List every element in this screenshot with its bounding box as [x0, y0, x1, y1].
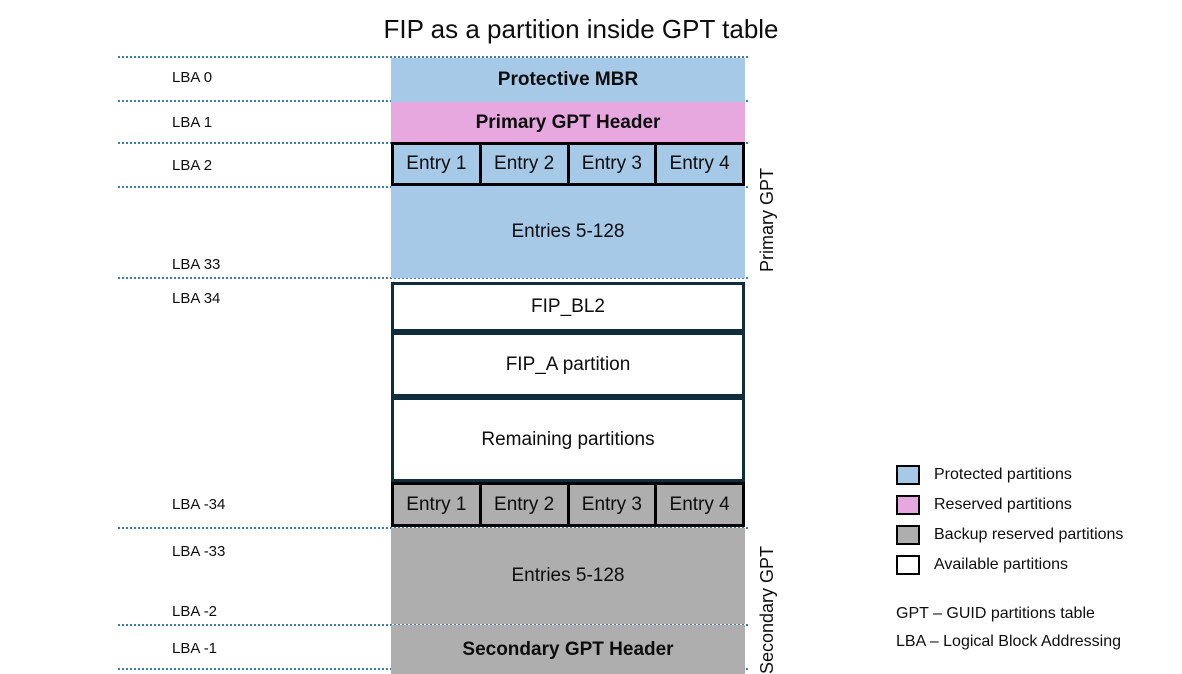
lba-label-lba-m2: LBA -2	[172, 603, 218, 620]
legend-swatch-reserved	[896, 495, 920, 515]
legend-note-0: GPT – GUID partitions table	[896, 605, 1095, 622]
lba-label-lba-33: LBA 33	[172, 256, 221, 273]
partition-block-fip-bl2: FIP_BL2	[391, 282, 745, 332]
legend-swatch-protected	[896, 465, 920, 485]
legend-item-backup-reserved: Backup reserved partitions	[896, 520, 1176, 550]
legend-item-reserved: Reserved partitions	[896, 490, 1176, 520]
lba-label-lba-1: LBA 1	[172, 114, 213, 131]
legend-label: Backup reserved partitions	[934, 526, 1124, 543]
lba-label-lba-2: LBA 2	[172, 157, 213, 174]
gpt-entry-cell: Entry 4	[669, 493, 730, 515]
guide-line-0	[118, 56, 748, 58]
lba-label-lba-m1: LBA -1	[172, 640, 218, 657]
partition-block-label: Protective MBR	[497, 69, 639, 90]
legend-note-1: LBA – Logical Block Addressing	[896, 633, 1122, 650]
legend-label: Available partitions	[934, 556, 1069, 573]
gpt-entry-cell: Entry 2	[482, 145, 570, 183]
partition-block-remaining-partitions: Remaining partitions	[391, 397, 745, 482]
lba-label-lba-34: LBA 34	[172, 290, 221, 307]
partition-block-protective-mbr: Protective MBR	[391, 58, 745, 102]
partition-block-label: FIP_BL2	[531, 296, 605, 317]
legend-item-available: Available partitions	[896, 550, 1176, 580]
partition-block-primary-gpt-header: Primary GPT Header	[391, 102, 745, 144]
legend-label: Protected partitions	[934, 466, 1072, 483]
partition-block-label: FIP_A partition	[505, 353, 631, 375]
partition-block-label: Secondary GPT Header	[462, 638, 674, 660]
legend-swatch-backup-reserved	[896, 525, 920, 545]
legend-item-protected: Protected partitions	[896, 460, 1176, 490]
legend-swatch-available	[896, 555, 920, 575]
page-title: FIP as a partition inside GPT table	[383, 14, 779, 44]
lba-label-lba-0: LBA 0	[172, 69, 213, 86]
partition-block-label: Entries 5-128	[511, 565, 625, 586]
guide-line-4	[118, 277, 748, 279]
gpt-entry-cell: Entry 3	[570, 145, 658, 183]
gpt-entry-cell: Entry 1	[394, 145, 482, 183]
region-label-primary-gpt-side: Primary GPT	[757, 167, 777, 272]
region-label-secondary-gpt-side: Secondary GPT	[757, 545, 777, 674]
partition-block-entries-5-128-secondary: Entries 5-128	[391, 528, 745, 624]
partition-block-label: Primary GPT Header	[475, 112, 661, 133]
partition-block-label: Remaining partitions	[481, 428, 655, 450]
gpt-entry-cell: Entry 2	[482, 485, 570, 524]
lba-label-lba-m33: LBA -33	[172, 543, 226, 560]
gpt-entry-cell: Entry 4	[669, 153, 730, 174]
partition-block-secondary-gpt-header: Secondary GPT Header	[391, 625, 745, 674]
partition-block-label: Entries 5-128	[511, 221, 625, 242]
gpt-entry-cell: Entry 1	[394, 485, 482, 524]
lba-label-lba-m34: LBA -34	[172, 496, 226, 513]
gpt-entry-cell: Entry 3	[570, 485, 658, 524]
partition-block-fip-a-partition: FIP_A partition	[391, 332, 745, 397]
legend-label: Reserved partitions	[934, 496, 1072, 513]
partition-block-entries-5-128-primary: Entries 5-128	[391, 186, 745, 278]
